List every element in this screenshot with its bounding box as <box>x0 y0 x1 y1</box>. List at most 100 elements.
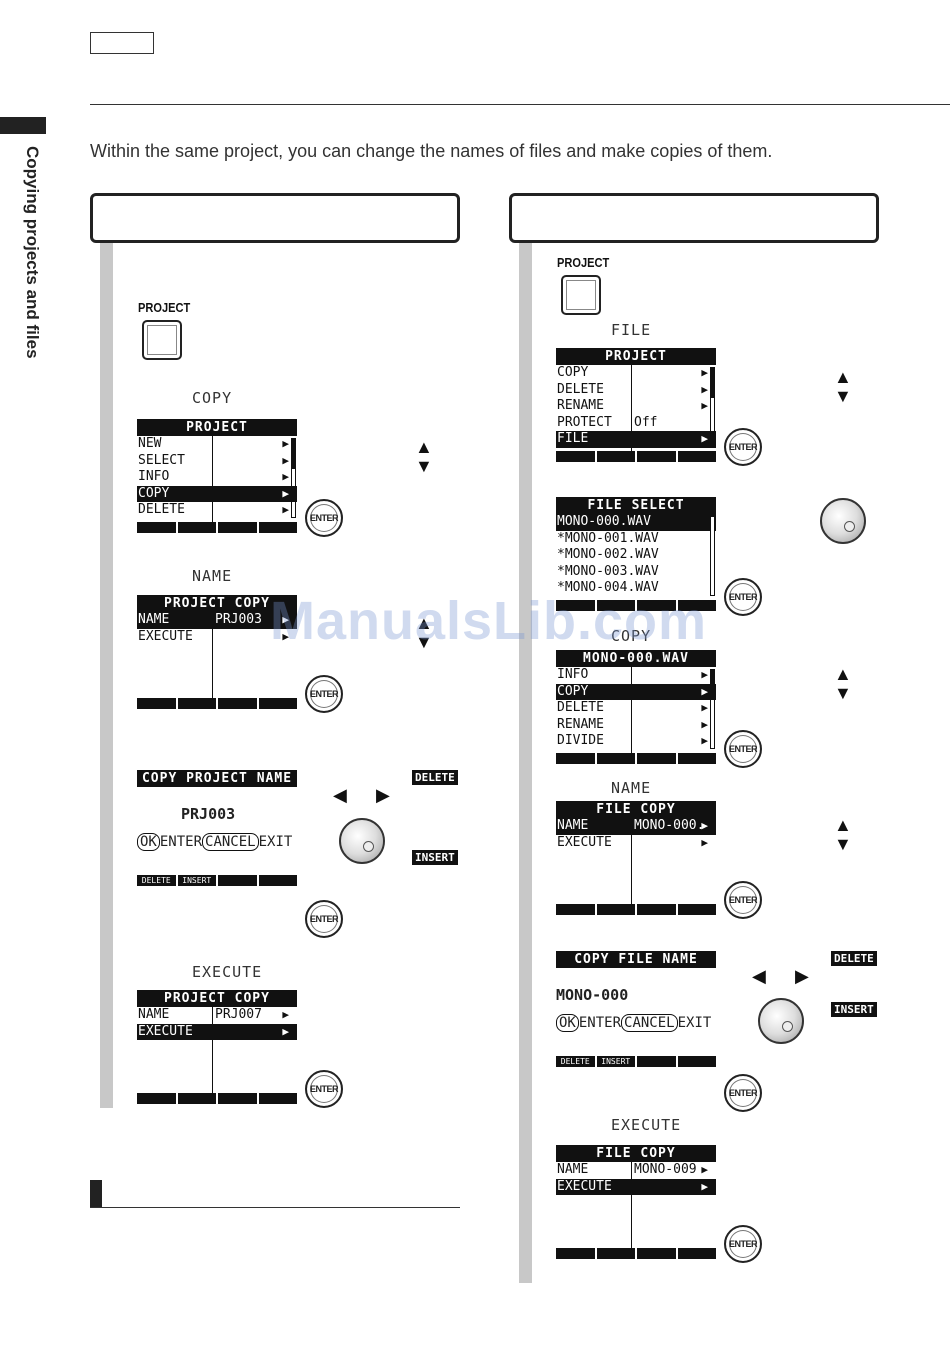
menu-item-execute[interactable]: EXECUTE▶ <box>556 1178 716 1196</box>
execute-label: EXECUTE <box>192 963 263 981</box>
enter-key[interactable]: ENTER <box>305 675 343 713</box>
dial-icon[interactable] <box>339 818 385 864</box>
lcd-title: COPY FILE NAME <box>556 951 716 968</box>
menu-item-copy[interactable]: COPY▶ <box>137 485 297 503</box>
execute-label: EXECUTE <box>611 1116 682 1134</box>
note-rule <box>90 1207 460 1208</box>
delete-tag[interactable]: DELETE <box>412 770 458 785</box>
lcd-footer <box>137 522 297 533</box>
lcd-body: NEW▶ SELECT▶ INFO▶ COPY▶ DELETE▶ <box>137 436 297 522</box>
lcd-project-menu: PROJECT NEW▶ SELECT▶ INFO▶ COPY▶ DELETE▶ <box>137 419 297 533</box>
menu-item-copy[interactable]: COPY▶ <box>557 365 708 380</box>
lcd-footer <box>556 1248 716 1259</box>
header-rule <box>90 104 950 105</box>
lcd-scrollbar <box>710 669 715 749</box>
enter-key[interactable]: ENTER <box>305 499 343 537</box>
up-arrow-icon: ▲ <box>415 613 433 633</box>
lcd-body: INFO▶ COPY▶ DELETE▶ RENAME▶ DIVIDE▶ <box>556 667 716 753</box>
name-label: NAME <box>192 567 233 585</box>
down-arrow-icon: ▼ <box>834 386 852 406</box>
copy-label: COPY <box>192 389 233 407</box>
menu-item-divide[interactable]: DIVIDE▶ <box>557 733 708 749</box>
lcd-file-menu: MONO-000.WAV INFO▶ COPY▶ DELETE▶ RENAME▶… <box>556 650 716 764</box>
file-label: FILE <box>611 321 652 339</box>
lcd-scrollbar <box>710 367 715 447</box>
section-tab-marker <box>0 117 46 134</box>
project-key[interactable] <box>561 275 601 315</box>
menu-item-info[interactable]: INFO▶ <box>138 469 289 485</box>
menu-item-delete[interactable]: DELETE▶ <box>138 502 289 518</box>
file-item[interactable]: MONO-000.WAV <box>556 514 716 531</box>
file-item[interactable]: *MONO-002.WAV <box>557 547 659 563</box>
menu-item-execute[interactable]: EXECUTE▶ <box>557 834 708 850</box>
lcd-title: PROJECT COPY <box>137 595 297 612</box>
page-number-box <box>90 32 154 54</box>
enter-key[interactable]: ENTER <box>724 730 762 768</box>
right-arrow-icon: ▶ <box>795 966 809 986</box>
dial-icon[interactable] <box>758 998 804 1044</box>
down-arrow-icon: ▼ <box>415 632 433 652</box>
menu-item-rename[interactable]: RENAME▶ <box>557 398 708 414</box>
dial-icon[interactable] <box>820 498 866 544</box>
menu-item-execute[interactable]: EXECUTE▶ <box>138 628 289 644</box>
name-value[interactable]: PRJ003 <box>181 805 236 823</box>
menu-item-file[interactable]: FILE▶ <box>556 431 716 448</box>
enter-key[interactable]: ENTER <box>724 1225 762 1263</box>
enter-key[interactable]: ENTER <box>724 1074 762 1112</box>
enter-key[interactable]: ENTER <box>724 881 762 919</box>
watermark: ManualsLib.com <box>270 591 708 651</box>
menu-item-new[interactable]: NEW▶ <box>138 436 289 451</box>
lcd-footer <box>556 904 716 915</box>
project-key[interactable] <box>142 320 182 360</box>
menu-item-info[interactable]: INFO▶ <box>557 667 708 682</box>
name-value[interactable]: MONO-000 <box>556 986 629 1004</box>
file-item[interactable]: *MONO-001.WAV <box>557 530 659 546</box>
right-heading-box <box>509 193 879 243</box>
lcd-title: MONO-000.WAV <box>556 650 716 667</box>
left-heading-box <box>90 193 460 243</box>
lcd-footer <box>137 1093 297 1104</box>
file-item[interactable]: *MONO-004.WAV <box>557 580 659 596</box>
menu-item-copy[interactable]: COPY▶ <box>556 683 716 701</box>
insert-tag[interactable]: INSERT <box>412 850 458 865</box>
enter-key[interactable]: ENTER <box>305 900 343 938</box>
lcd-footer <box>556 451 716 462</box>
enter-key[interactable]: ENTER <box>305 1070 343 1108</box>
down-arrow-icon: ▼ <box>834 834 852 854</box>
menu-item-execute[interactable]: EXECUTE▶ <box>137 1023 297 1041</box>
delete-tag[interactable]: DELETE <box>831 951 877 966</box>
right-step-bar <box>519 243 532 1283</box>
menu-item-rename[interactable]: RENAME▶ <box>557 716 708 732</box>
file-item[interactable]: *MONO-003.WAV <box>557 563 659 579</box>
insert-tag[interactable]: INSERT <box>831 1002 877 1017</box>
menu-item-delete[interactable]: DELETE▶ <box>557 700 708 716</box>
lcd-title: PROJECT COPY <box>137 990 297 1007</box>
enter-key[interactable]: ENTER <box>724 578 762 616</box>
menu-item-delete[interactable]: DELETE▶ <box>557 381 708 397</box>
enter-key[interactable]: ENTER <box>724 428 762 466</box>
up-arrow-icon: ▲ <box>834 367 852 387</box>
lcd-title: FILE COPY <box>556 801 716 818</box>
menu-item-select[interactable]: SELECT▶ <box>138 452 289 468</box>
project-key-label: PROJECT <box>557 255 610 270</box>
right-arrow-icon: ▶ <box>376 785 390 805</box>
